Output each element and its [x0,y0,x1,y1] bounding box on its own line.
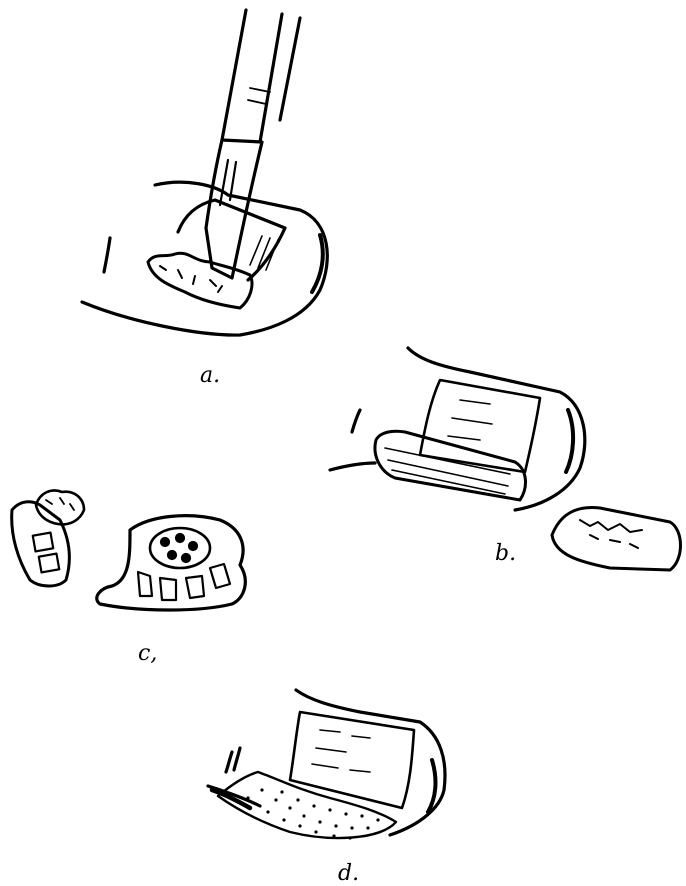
panel-d-drawing [208,690,445,840]
panel-a-label: a. [200,363,220,388]
panel-c-drawing [12,491,246,610]
panel-a-drawing [82,10,327,335]
panel-b-drawing [330,348,681,570]
panel-c-label: c, [138,641,157,666]
panel-d-label: d. [338,861,359,886]
panel-b-label: b. [495,541,516,566]
